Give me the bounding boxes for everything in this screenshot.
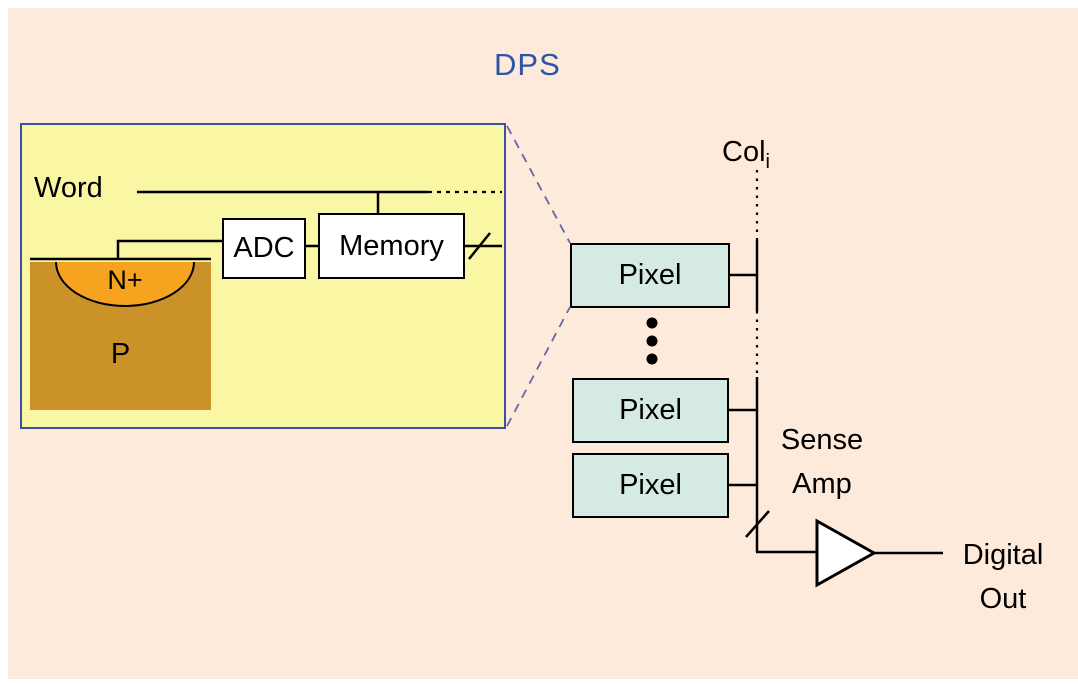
p-substrate-label: P: [110, 338, 131, 370]
pixel-block-3: Pixel: [572, 453, 729, 518]
nplus-label: N+: [107, 265, 143, 295]
digital-out-label-line2: Out: [979, 583, 1027, 615]
word-line-label: Word: [34, 172, 103, 204]
column-label: Coli: [722, 136, 770, 174]
column-label-text: Col: [722, 136, 766, 168]
pixel-block-1: Pixel: [570, 243, 730, 308]
digital-out-label: Digital Out: [944, 533, 1062, 621]
column-label-subscript: i: [765, 150, 770, 173]
diagram-title: DPS: [494, 47, 561, 82]
sense-amp-label-line2: Amp: [792, 468, 852, 500]
digital-out-label-line1: Digital: [962, 539, 1044, 571]
memory-block: Memory: [318, 213, 465, 279]
memory-label: Memory: [339, 229, 444, 262]
adc-label: ADC: [233, 232, 295, 264]
sense-amp-label-line1: Sense: [780, 424, 864, 456]
adc-block: ADC: [222, 218, 306, 279]
pixel-label: Pixel: [618, 259, 682, 291]
sense-amp-label: Sense Amp: [766, 418, 878, 506]
pixel-block-2: Pixel: [572, 378, 729, 443]
pixel-label: Pixel: [619, 394, 682, 426]
pixel-label: Pixel: [619, 469, 682, 501]
